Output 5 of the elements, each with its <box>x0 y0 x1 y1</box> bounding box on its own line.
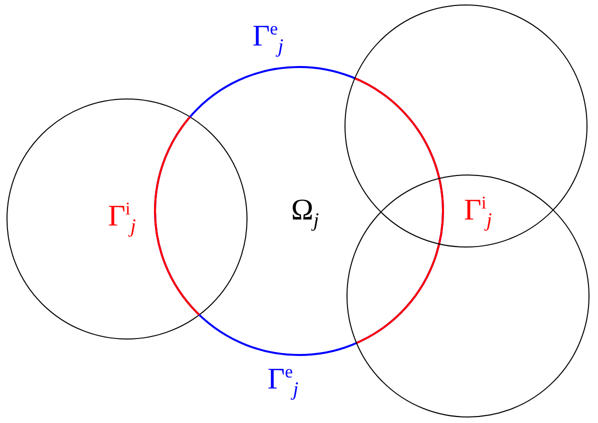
circle-outline <box>7 99 247 339</box>
domain-label: Ω$_{j}$ <box>291 196 319 230</box>
domain-circle <box>155 67 443 355</box>
circle-outline <box>345 5 587 247</box>
circle-outline <box>347 175 589 417</box>
